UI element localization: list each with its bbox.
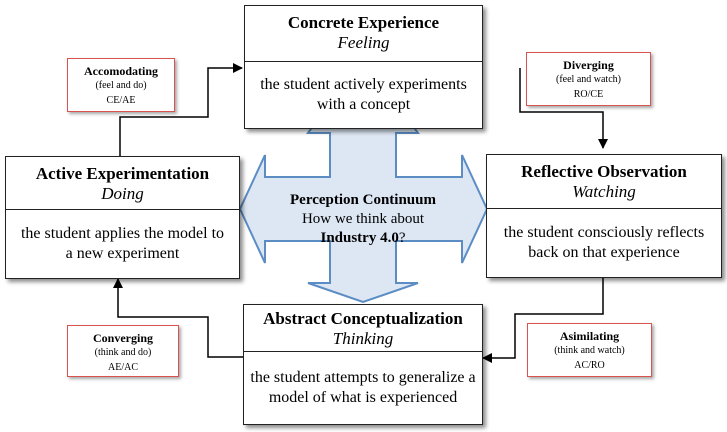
center-subtitle: How we think about xyxy=(301,211,425,227)
style-name: Converging xyxy=(93,331,153,345)
center-topic: Industry 4.0? xyxy=(320,230,405,246)
stage-header: Reflective Observation Watching xyxy=(487,155,721,209)
stage-header: Active Experimentation Doing xyxy=(6,157,239,210)
style-subtitle: (think and watch) xyxy=(554,345,625,356)
stage-active-experimentation: Active Experimentation Doing the student… xyxy=(5,156,240,279)
style-subtitle: (feel and do) xyxy=(95,80,147,91)
style-code: RO/CE xyxy=(573,89,604,100)
perception-continuum-arrow xyxy=(238,56,489,304)
style-code: CE/AE xyxy=(106,95,136,106)
stage-description: the student applies the model to a new e… xyxy=(20,224,225,262)
stage-header: Concrete Experience Feeling xyxy=(245,6,482,62)
stage-concrete-experience: Concrete Experience Feeling the student … xyxy=(244,5,483,129)
style-converging: Converging (think and do) AE/AC xyxy=(67,325,179,377)
center-topic-strong: Industry 4.0 xyxy=(320,230,399,246)
stage-title: Abstract Conceptualization xyxy=(263,309,463,328)
arrow-reflective-to-abstract xyxy=(482,278,604,363)
style-name: Accomodating xyxy=(84,64,158,78)
style-code: AE/AC xyxy=(108,362,138,373)
arrow-active-to-concrete xyxy=(119,63,243,156)
style-accomodating: Accomodating (feel and do) CE/AE xyxy=(67,58,175,112)
stage-description: the student attempts to generalize a mod… xyxy=(250,368,476,406)
style-code: AC/RO xyxy=(574,360,605,371)
stage-title: Reflective Observation xyxy=(521,162,687,181)
stage-mode: Feeling xyxy=(337,33,390,52)
stage-title: Active Experimentation xyxy=(35,164,210,183)
stage-mode: Watching xyxy=(572,182,636,201)
style-subtitle: (think and do) xyxy=(94,347,152,358)
stage-description: the student consciously reflects back on… xyxy=(503,223,705,261)
stage-abstract-conceptualization: Abstract Conceptualization Thinking the … xyxy=(243,304,483,425)
style-name: Asimilating xyxy=(559,329,620,343)
center-title: Perception Continuum xyxy=(290,192,436,208)
perception-continuum-label: Perception Continuum How we think about … xyxy=(270,191,456,248)
arrow-concrete-to-reflective xyxy=(519,68,608,149)
style-diverging: Diverging (feel and watch) RO/CE xyxy=(526,52,651,106)
stage-mode: Doing xyxy=(101,184,144,203)
style-asimilating: Asimilating (think and watch) AC/RO xyxy=(527,323,652,377)
center-topic-suffix: ? xyxy=(398,230,406,246)
stage-mode: Thinking xyxy=(332,329,394,348)
style-subtitle: (feel and watch) xyxy=(556,74,621,85)
stage-title: Concrete Experience xyxy=(287,13,440,32)
stage-header: Abstract Conceptualization Thinking xyxy=(244,305,482,352)
stage-reflective-observation: Reflective Observation Watching the stud… xyxy=(486,154,722,278)
stage-description: the student actively experiments with a … xyxy=(260,75,467,113)
style-name: Diverging xyxy=(563,58,614,72)
arrow-abstract-to-active xyxy=(113,278,243,358)
